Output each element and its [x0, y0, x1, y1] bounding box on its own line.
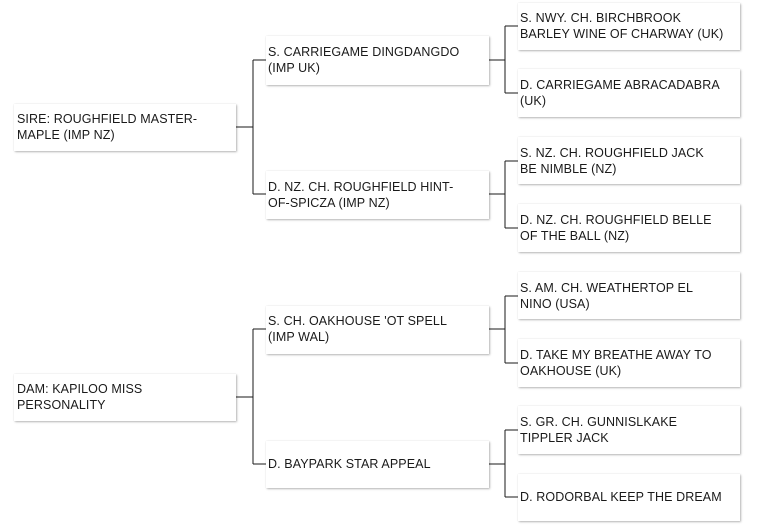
sd-dam-name-line1: D. NZ. CH. ROUGHFIELD BELLE [520, 213, 712, 227]
sire-name-line1: SIRE: ROUGHFIELD MASTER- [17, 112, 198, 126]
dam-name: DAM: KAPILOO MISS PERSONALITY [17, 382, 142, 413]
ds-dam-box [518, 339, 740, 387]
dam-name-line2: PERSONALITY [17, 397, 106, 412]
sire-dam-box [266, 171, 489, 219]
dd-sire-box [518, 406, 740, 454]
dam-sire-box [266, 306, 489, 354]
ds-dam-name: D. TAKE MY BREATHE AWAY TO OAKHOUSE (UK) [520, 348, 712, 379]
ds-sire-name: S. AM. CH. WEATHERTOP EL NINO (USA) [520, 281, 693, 312]
dam-dam-name-line1: D. BAYPARK STAR APPEAL [268, 457, 431, 471]
dd-sire-name: S. GR. CH. GUNNISLKAKE TIPPLER JACK [520, 415, 677, 446]
ss-sire-box [518, 3, 740, 50]
ss-sire-name: S. NWY. CH. BIRCHBROOK BARLEY WINE OF CH… [520, 11, 723, 42]
dam-name-line1: DAM: KAPILOO MISS [17, 382, 143, 396]
sire-sire-name-line1: S. CARRIEGAME DINGDANGDO [268, 45, 460, 59]
ds-sire-name-line1: S. AM. CH. WEATHERTOP EL [520, 281, 694, 295]
dd-dam-name: D. RODORBAL KEEP THE DREAM [520, 490, 722, 506]
sire-name: SIRE: ROUGHFIELD MASTER- MAPLE (IMP NZ) [17, 112, 197, 143]
sd-sire-name: S. NZ. CH. ROUGHFIELD JACK BE NIMBLE (NZ… [520, 146, 704, 177]
sd-sire-name-line1: S. NZ. CH. ROUGHFIELD JACK [520, 146, 704, 160]
ds-sire-name-line2: NINO (USA) [520, 296, 590, 311]
sire-dam-name-line1: D. NZ. CH. ROUGHFIELD HINT- [268, 180, 454, 194]
dam-sire-name: S. CH. OAKHOUSE 'OT SPELL (IMP WAL) [268, 314, 447, 345]
ds-dam-name-line2: OAKHOUSE (UK) [520, 363, 622, 378]
connector-dam [236, 328, 268, 465]
ss-sire-name-line2: BARLEY WINE OF CHARWAY (UK) [520, 26, 724, 41]
connector-dam-sire [489, 295, 520, 364]
connector-sire [236, 59, 268, 195]
dd-sire-name-line1: S. GR. CH. GUNNISLKAKE [520, 415, 678, 429]
sd-sire-name-line2: BE NIMBLE (NZ) [520, 161, 617, 176]
sd-dam-name: D. NZ. CH. ROUGHFIELD BELLE OF THE BALL … [520, 213, 712, 244]
dam-dam-name: D. BAYPARK STAR APPEAL [268, 457, 431, 473]
sd-dam-name-line2: OF THE BALL (NZ) [520, 228, 630, 243]
ss-sire-name-line1: S. NWY. CH. BIRCHBROOK [520, 11, 682, 25]
ds-dam-name-line1: D. TAKE MY BREATHE AWAY TO [520, 348, 712, 362]
sire-name-line2: MAPLE (IMP NZ) [17, 127, 115, 142]
dd-dam-box [518, 474, 740, 521]
dam-sire-name-line1: S. CH. OAKHOUSE 'OT SPELL [268, 314, 448, 328]
ss-dam-name: D. CARRIEGAME ABRACADABRA (UK) [520, 78, 720, 109]
sire-sire-box [266, 36, 489, 85]
ss-dam-name-line1: D. CARRIEGAME ABRACADABRA [520, 78, 720, 92]
ds-sire-box [518, 272, 740, 319]
sd-dam-box [518, 204, 740, 252]
dam-dam-box [266, 441, 489, 488]
sire-sire-name-line2: (IMP UK) [268, 60, 320, 75]
ss-dam-name-line2: (UK) [520, 93, 547, 108]
ss-dam-box [518, 69, 740, 117]
connector-sire-dam [489, 160, 520, 229]
dam-sire-name-line2: (IMP WAL) [268, 329, 330, 344]
sire-sire-name: S. CARRIEGAME DINGDANGDO (IMP UK) [268, 45, 459, 76]
sire-box [14, 104, 236, 151]
sire-dam-name: D. NZ. CH. ROUGHFIELD HINT- OF-SPICZA (I… [268, 180, 453, 211]
connector-dam-dam [489, 429, 520, 498]
connector-sire-sire [489, 25, 520, 94]
dam-box [14, 374, 236, 421]
sd-sire-box [518, 137, 740, 184]
dd-sire-name-line2: TIPPLER JACK [520, 430, 609, 445]
sire-dam-name-line2: OF-SPICZA (IMP NZ) [268, 195, 390, 210]
dd-dam-name-line1: D. RODORBAL KEEP THE DREAM [520, 490, 722, 504]
